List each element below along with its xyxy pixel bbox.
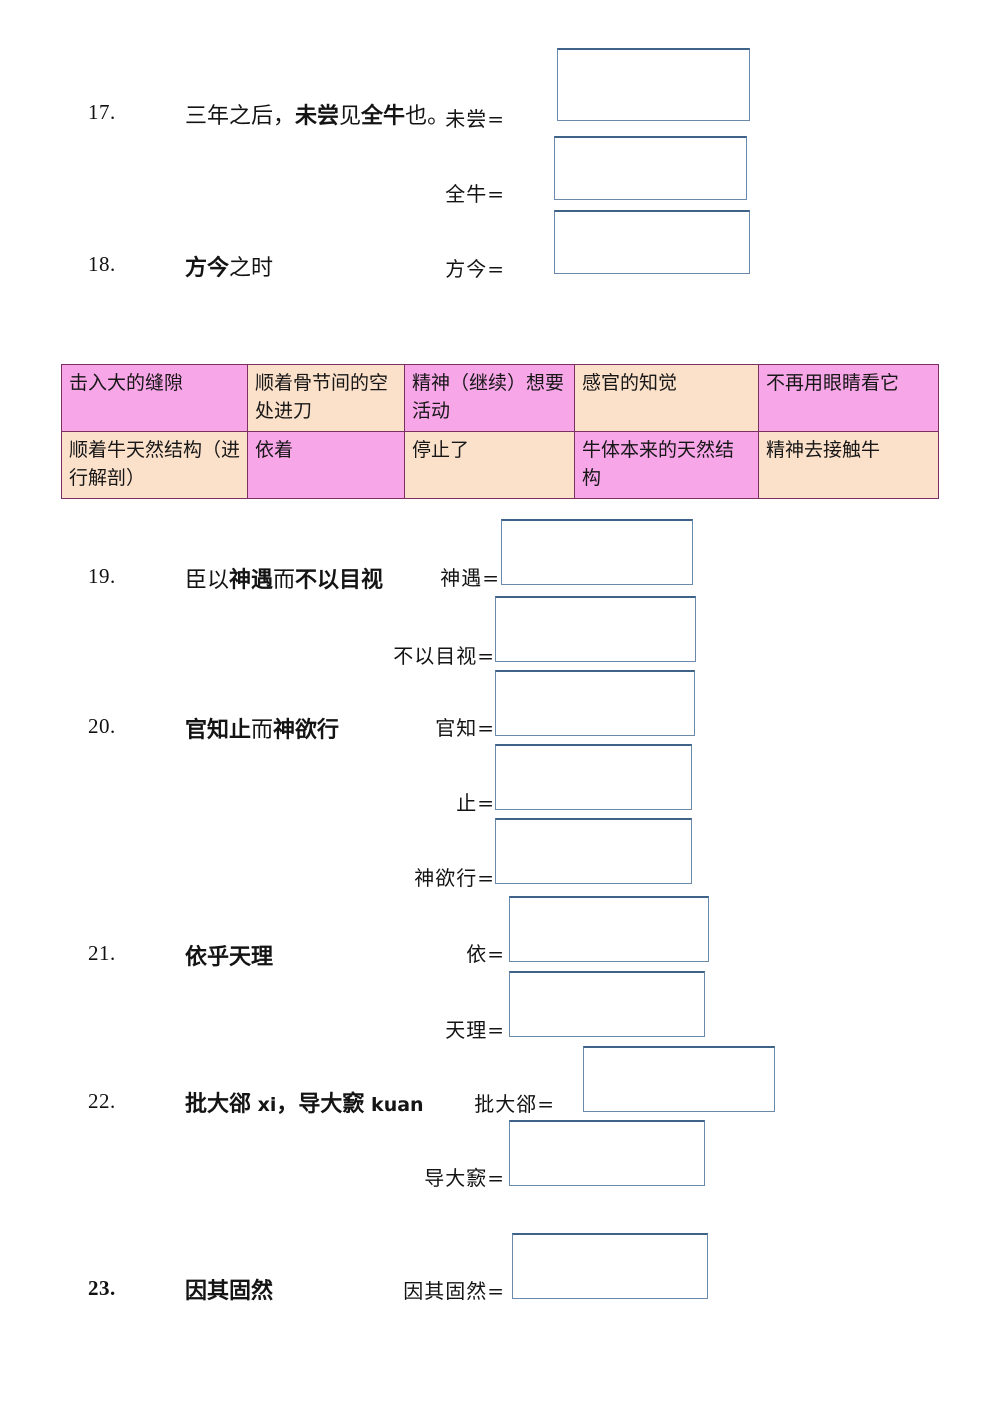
answer-label-20-3: 神欲行=: [414, 866, 495, 890]
table-cell: 依着: [247, 431, 405, 499]
question-text-19: 臣以神遇而不以目视: [185, 562, 383, 594]
prompt-segment: 臣以: [185, 568, 230, 593]
answer-box-19-2[interactable]: [495, 596, 696, 662]
answer-label-17-1: 未尝=: [445, 107, 505, 131]
answer-box-17-2[interactable]: [554, 136, 747, 200]
answer-box-20-1[interactable]: [495, 670, 695, 736]
answer-label-19-2: 不以目视=: [393, 644, 495, 668]
prompt-segment: 而: [251, 718, 274, 743]
question-text-21: 依乎天理: [185, 939, 273, 971]
answer-label-17-2: 全牛=: [445, 182, 505, 206]
answer-label-19-1: 神遇=: [440, 566, 500, 590]
question-number-20: 20.: [88, 714, 116, 738]
answer-box-17-1[interactable]: [557, 48, 750, 121]
prompt-segment: kuan: [364, 1094, 424, 1116]
prompt-segment: 见: [339, 104, 362, 129]
answer-box-20-2[interactable]: [495, 744, 692, 810]
question-number-21: 21.: [88, 941, 116, 965]
table-row: 顺着牛天然结构（进行解剖） 依着 停止了 牛体本来的天然结构 精神去接触牛: [61, 431, 939, 499]
answer-box-19-1[interactable]: [501, 519, 693, 585]
question-number-18: 18.: [88, 252, 116, 276]
answer-label-20-2: 止=: [456, 791, 495, 815]
table-cell: 停止了: [404, 431, 575, 499]
prompt-segment: 批大郤: [185, 1091, 252, 1117]
question-text-23: 因其固然: [185, 1273, 273, 1305]
prompt-segment: 未尝: [295, 103, 340, 129]
question-text-18: 方今之时: [185, 250, 273, 282]
word-bank-table: 击入大的缝隙 顺着骨节间的空处进刀 精神（继续）想要活动 感官的知觉 不再用眼睛…: [61, 364, 939, 499]
prompt-segment: 官知止: [185, 717, 252, 743]
prompt-segment: 三年之后，: [185, 104, 296, 129]
answer-label-18-1: 方今=: [445, 257, 505, 281]
prompt-segment: 而: [273, 568, 296, 593]
question-text-17: 三年之后，未尝见全牛也。: [185, 98, 449, 130]
prompt-segment: xi: [251, 1094, 277, 1116]
answer-box-21-2[interactable]: [509, 971, 705, 1037]
table-cell: 不再用眼睛看它: [758, 364, 939, 432]
prompt-segment: 不以目视: [295, 567, 384, 593]
answer-label-21-2: 天理=: [445, 1018, 505, 1042]
answer-label-23-1: 因其固然=: [403, 1279, 505, 1303]
table-cell: 击入大的缝隙: [61, 364, 248, 432]
table-row: 击入大的缝隙 顺着骨节间的空处进刀 精神（继续）想要活动 感官的知觉 不再用眼睛…: [61, 364, 939, 432]
table-cell: 感官的知觉: [574, 364, 759, 432]
prompt-segment: 也。: [405, 104, 450, 129]
question-number-17: 17.: [88, 100, 116, 124]
answer-box-22-1[interactable]: [583, 1046, 775, 1112]
question-number-22: 22.: [88, 1089, 116, 1113]
answer-box-20-3[interactable]: [495, 818, 692, 884]
answer-box-21-1[interactable]: [509, 896, 709, 962]
prompt-segment: 方今: [185, 255, 230, 281]
prompt-segment: 导大窾: [298, 1091, 365, 1117]
question-text-22: 批大郤 xi，导大窾 kuan: [185, 1086, 424, 1118]
table-cell: 顺着牛天然结构（进行解剖）: [61, 431, 248, 499]
table-cell: 牛体本来的天然结构: [574, 431, 759, 499]
prompt-segment: 全牛: [361, 103, 406, 129]
answer-label-22-1: 批大郤=: [474, 1092, 555, 1116]
answer-box-22-2[interactable]: [509, 1120, 705, 1186]
answer-label-22-2: 导大窾=: [424, 1166, 505, 1190]
answer-box-23-1[interactable]: [512, 1233, 708, 1299]
question-number-19: 19.: [88, 564, 116, 588]
table-cell: 精神（继续）想要活动: [404, 364, 575, 432]
table-cell: 精神去接触牛: [758, 431, 939, 499]
answer-label-20-1: 官知=: [435, 716, 495, 740]
question-number-23: 23.: [88, 1276, 116, 1300]
table-cell: 顺着骨节间的空处进刀: [247, 364, 405, 432]
question-text-20: 官知止而神欲行: [185, 712, 339, 744]
answer-label-21-1: 依=: [466, 942, 505, 966]
prompt-segment: 依乎天理: [185, 944, 274, 970]
prompt-segment: 之时: [229, 256, 274, 281]
answer-box-18-1[interactable]: [554, 210, 750, 274]
prompt-segment: 神遇: [229, 567, 274, 593]
prompt-segment: 因其固然: [185, 1278, 274, 1304]
prompt-segment: 神欲行: [273, 717, 340, 743]
prompt-segment: ，: [276, 1091, 299, 1117]
